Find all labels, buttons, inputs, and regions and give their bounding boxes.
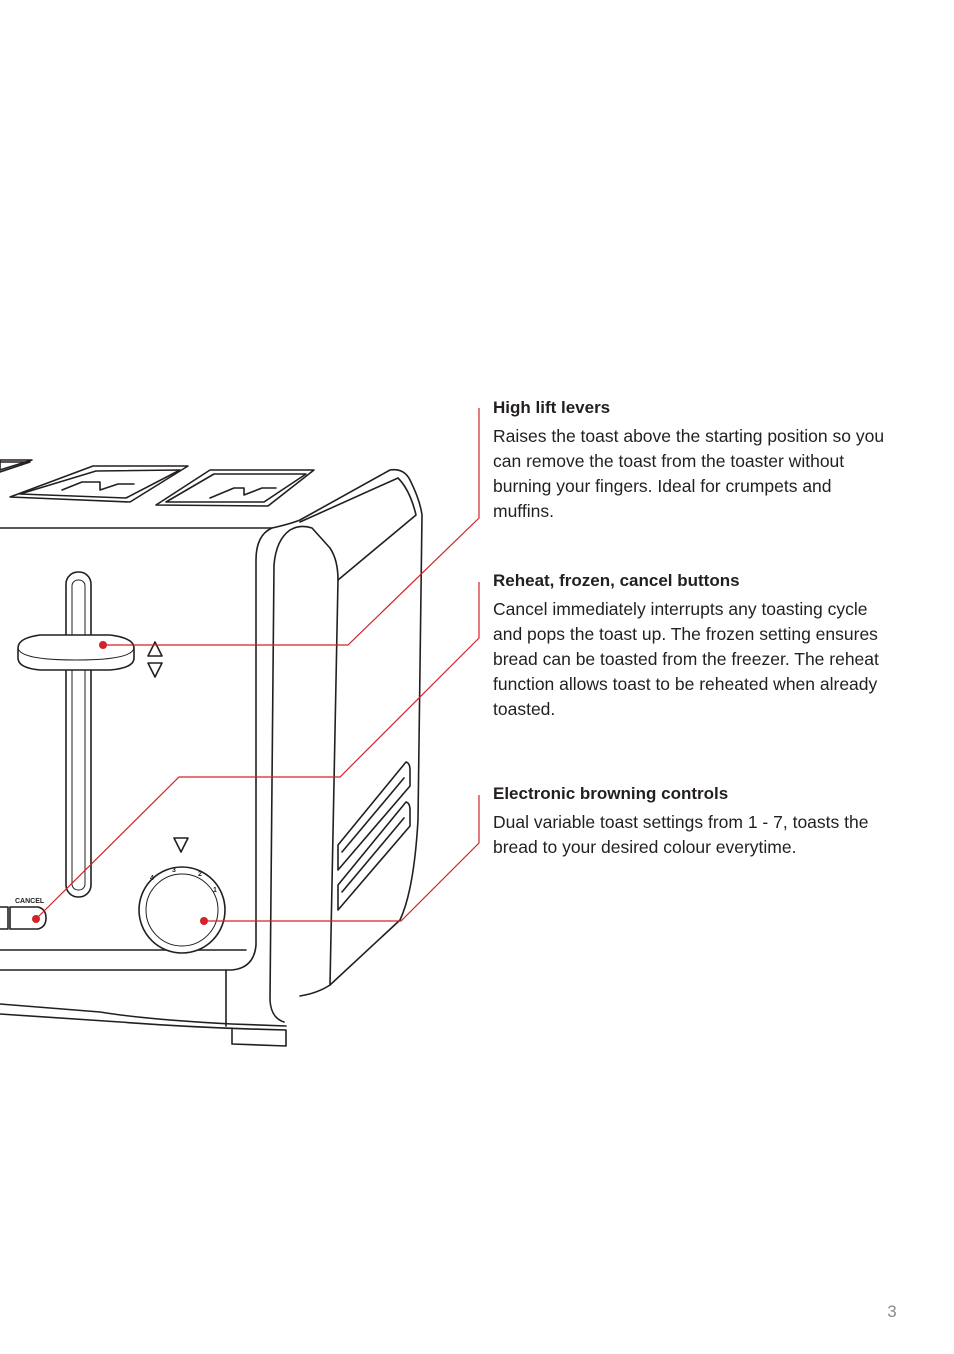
dial-mark-4: 4: [150, 875, 154, 882]
arrow-down-icon: [147, 662, 163, 678]
arrow-up-icon: [147, 641, 163, 657]
callout-leaders: [32, 408, 480, 925]
cancel-button[interactable]: [9, 906, 47, 930]
feature-title: Electronic browning controls: [493, 784, 729, 803]
dial-mark-2: 2: [198, 871, 202, 878]
leader-dial: [204, 795, 480, 922]
feature-title: High lift levers: [493, 398, 611, 417]
feature-high-lift-levers: High lift levers Raises the toast above …: [493, 397, 893, 524]
toaster-slots: [0, 459, 315, 507]
feature-title: Reheat, frozen, cancel buttons: [493, 571, 740, 590]
frozen-button[interactable]: [0, 906, 9, 930]
dial-indicator-icon: [173, 837, 189, 853]
lever-direction-icons: [147, 641, 163, 678]
dial-mark-1: 1: [213, 887, 217, 894]
toaster-body: [0, 468, 423, 1047]
dial-mark-3: 3: [172, 867, 176, 874]
page-number: 3: [887, 1302, 897, 1321]
control-buttons: CANCEL: [0, 898, 47, 930]
leader-high-lift: [103, 408, 480, 646]
feature-description: Raises the toast above the starting posi…: [493, 426, 885, 521]
feature-buttons: Reheat, frozen, cancel buttons Cancel im…: [493, 570, 893, 722]
feature-description: Dual variable toast settings from 1 - 7,…: [493, 812, 869, 857]
feature-description: Cancel immediately interrupts any toasti…: [493, 599, 879, 719]
cancel-label: CANCEL: [15, 898, 45, 905]
feature-browning-controls: Electronic browning controls Dual variab…: [493, 783, 893, 860]
lift-lever[interactable]: [17, 571, 135, 898]
browning-dial[interactable]: 4 3 2 1: [138, 837, 226, 954]
leader-buttons: [35, 582, 480, 920]
